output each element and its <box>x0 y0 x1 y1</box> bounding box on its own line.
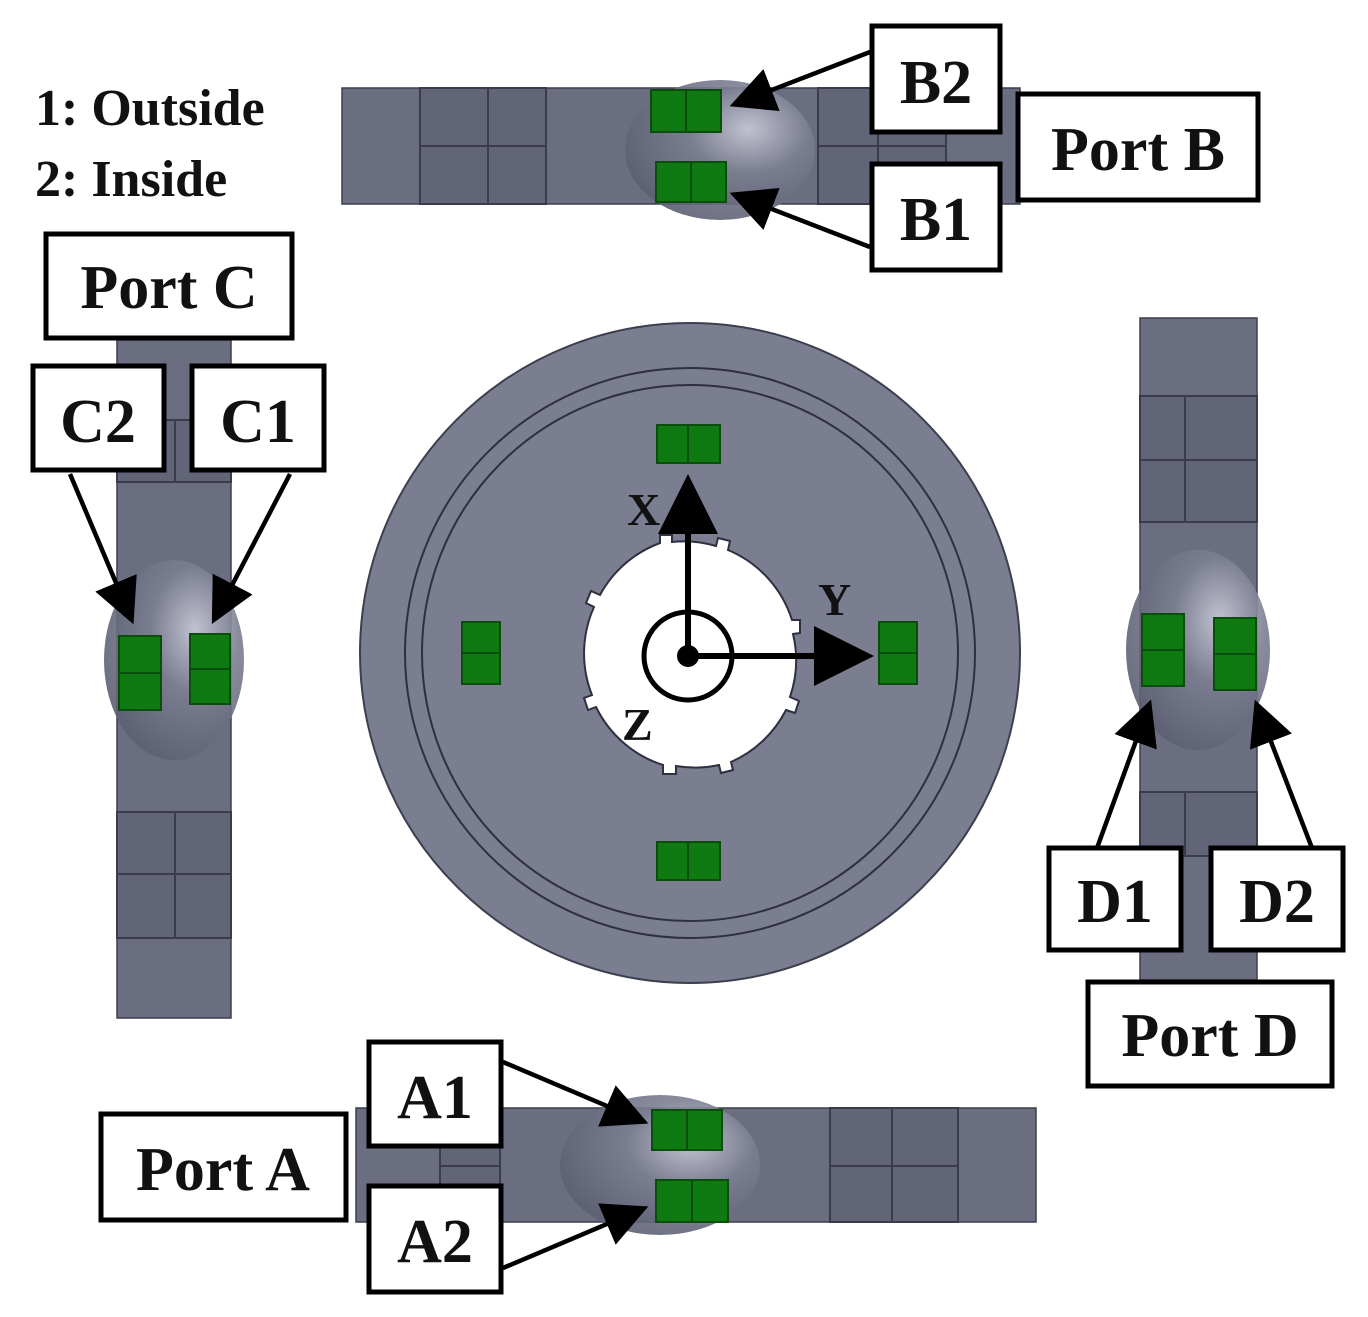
arrow-c1 <box>211 472 292 624</box>
y-axis-label: Y <box>818 574 851 625</box>
arrow-d2 <box>1249 699 1315 849</box>
svg-text:Port D: Port D <box>1121 1002 1298 1070</box>
coordinate-axes: X Y Z <box>622 474 874 750</box>
label-b2: B2 <box>869 23 1003 135</box>
arrow-a1 <box>502 1059 649 1127</box>
label-port-c: Port C <box>43 231 295 341</box>
arrow-c2 <box>67 473 137 625</box>
svg-text:Port C: Port C <box>80 254 257 322</box>
label-a2: A2 <box>366 1183 504 1295</box>
svg-text:A2: A2 <box>397 1208 473 1276</box>
svg-text:B1: B1 <box>900 186 972 254</box>
arrow-a2 <box>502 1203 649 1271</box>
legend-outside: 1: Outside <box>35 80 265 137</box>
svg-text:C1: C1 <box>220 388 296 456</box>
svg-text:D2: D2 <box>1239 868 1315 936</box>
arrow-b2 <box>729 49 871 112</box>
arrow-b1 <box>729 187 871 250</box>
label-a1: A1 <box>366 1039 504 1149</box>
label-port-d: Port D <box>1085 979 1335 1089</box>
z-axis-label: Z <box>622 699 653 750</box>
label-c2: C2 <box>30 363 167 473</box>
svg-text:Port B: Port B <box>1051 116 1225 184</box>
label-c1: C1 <box>189 363 327 473</box>
label-d2: D2 <box>1208 845 1346 953</box>
svg-text:B2: B2 <box>900 49 972 117</box>
svg-text:D1: D1 <box>1077 868 1153 936</box>
label-d1: D1 <box>1046 845 1184 953</box>
svg-text:A1: A1 <box>397 1064 473 1132</box>
arrow-d1 <box>1094 699 1157 849</box>
svg-text:Port A: Port A <box>136 1136 310 1204</box>
label-b1: B1 <box>869 161 1003 273</box>
label-port-b: Port B <box>1015 91 1261 203</box>
x-axis-label: X <box>627 484 660 535</box>
label-port-a: Port A <box>98 1111 349 1223</box>
svg-text:C2: C2 <box>60 388 136 456</box>
legend-inside: 2: Inside <box>35 151 227 208</box>
